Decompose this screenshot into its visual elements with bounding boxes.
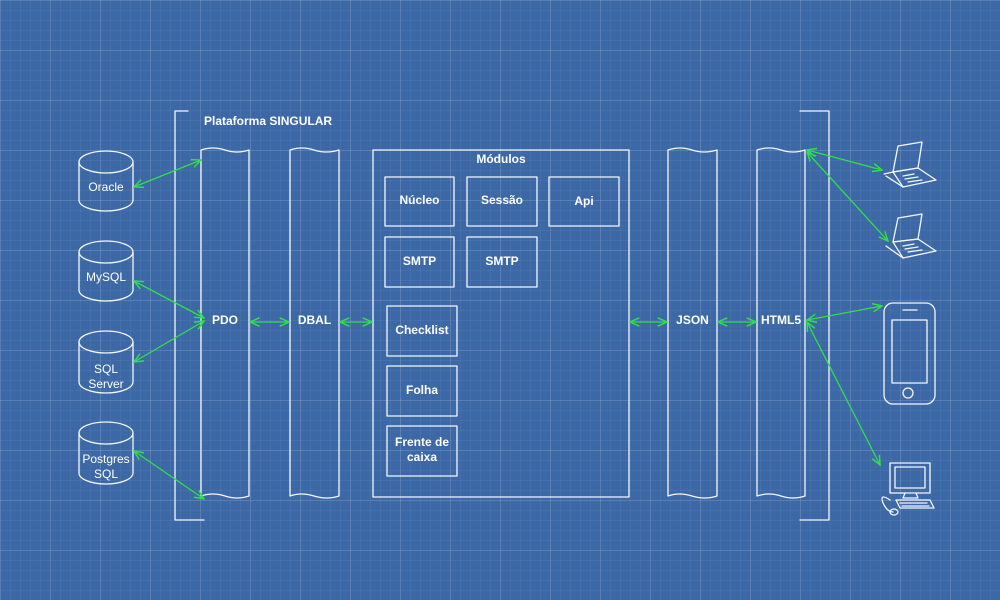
arrow-oracle-pdo <box>134 160 201 187</box>
module-box-api <box>548 176 620 227</box>
module-box-smtp-2 <box>466 236 538 288</box>
platform-title: Plataforma SINGULAR <box>204 114 333 128</box>
database-mysql-cylinder <box>78 240 134 302</box>
arrow-html5-laptop-2 <box>807 152 888 241</box>
module-box-checklist <box>386 305 458 357</box>
module-label-checklist: Checklist <box>395 323 449 337</box>
module-label-smtp-1: SMTP <box>402 254 437 268</box>
layer-label-html5: HTML5 <box>761 313 801 327</box>
pdo-column <box>200 147 250 499</box>
database-label-postgres: Postgres SQL <box>82 452 130 481</box>
arrow-html5-desktop <box>807 322 880 465</box>
module-label-smtp-2: SMTP <box>485 254 519 268</box>
module-box-sessao <box>466 176 538 227</box>
json-column <box>667 147 718 499</box>
module-label-api: Api <box>574 194 594 208</box>
arrow-mysql-pdo <box>134 281 204 318</box>
module-box-smtp-1 <box>384 236 455 288</box>
layer-label-dbal: DBAL <box>297 313 332 327</box>
laptop-icon <box>885 213 937 259</box>
database-postgres-cylinder <box>78 421 134 485</box>
layer-label-json: JSON <box>676 313 709 327</box>
database-label-sqlserver: SQL Server <box>88 362 124 391</box>
html5-column <box>756 147 806 499</box>
database-label-mysql: MySQL <box>85 270 126 284</box>
arrow-postgres-pdo <box>134 451 204 499</box>
module-box-frente-de-caixa <box>386 425 458 477</box>
dbal-column <box>289 147 340 499</box>
modules-title: Módulos <box>476 152 526 166</box>
module-label-nucleo: Núcleo <box>399 193 440 207</box>
database-label-oracle: Oracle <box>88 180 124 194</box>
smartphone-icon <box>883 302 936 405</box>
module-label-frente-de-caixa: Frente de caixa <box>394 435 449 464</box>
module-box-folha <box>386 365 458 417</box>
arrow-html5-smartphone <box>807 306 882 320</box>
module-box-nucleo <box>384 176 455 227</box>
desktop-computer-icon <box>881 462 935 516</box>
laptop-icon <box>883 141 937 188</box>
arrow-html5-laptop-1 <box>807 150 882 170</box>
module-label-folha: Folha <box>406 383 438 397</box>
arrow-sqlserver-pdo <box>134 321 204 362</box>
module-label-sessao: Sessão <box>480 193 524 207</box>
layer-label-pdo: PDO <box>211 313 238 327</box>
